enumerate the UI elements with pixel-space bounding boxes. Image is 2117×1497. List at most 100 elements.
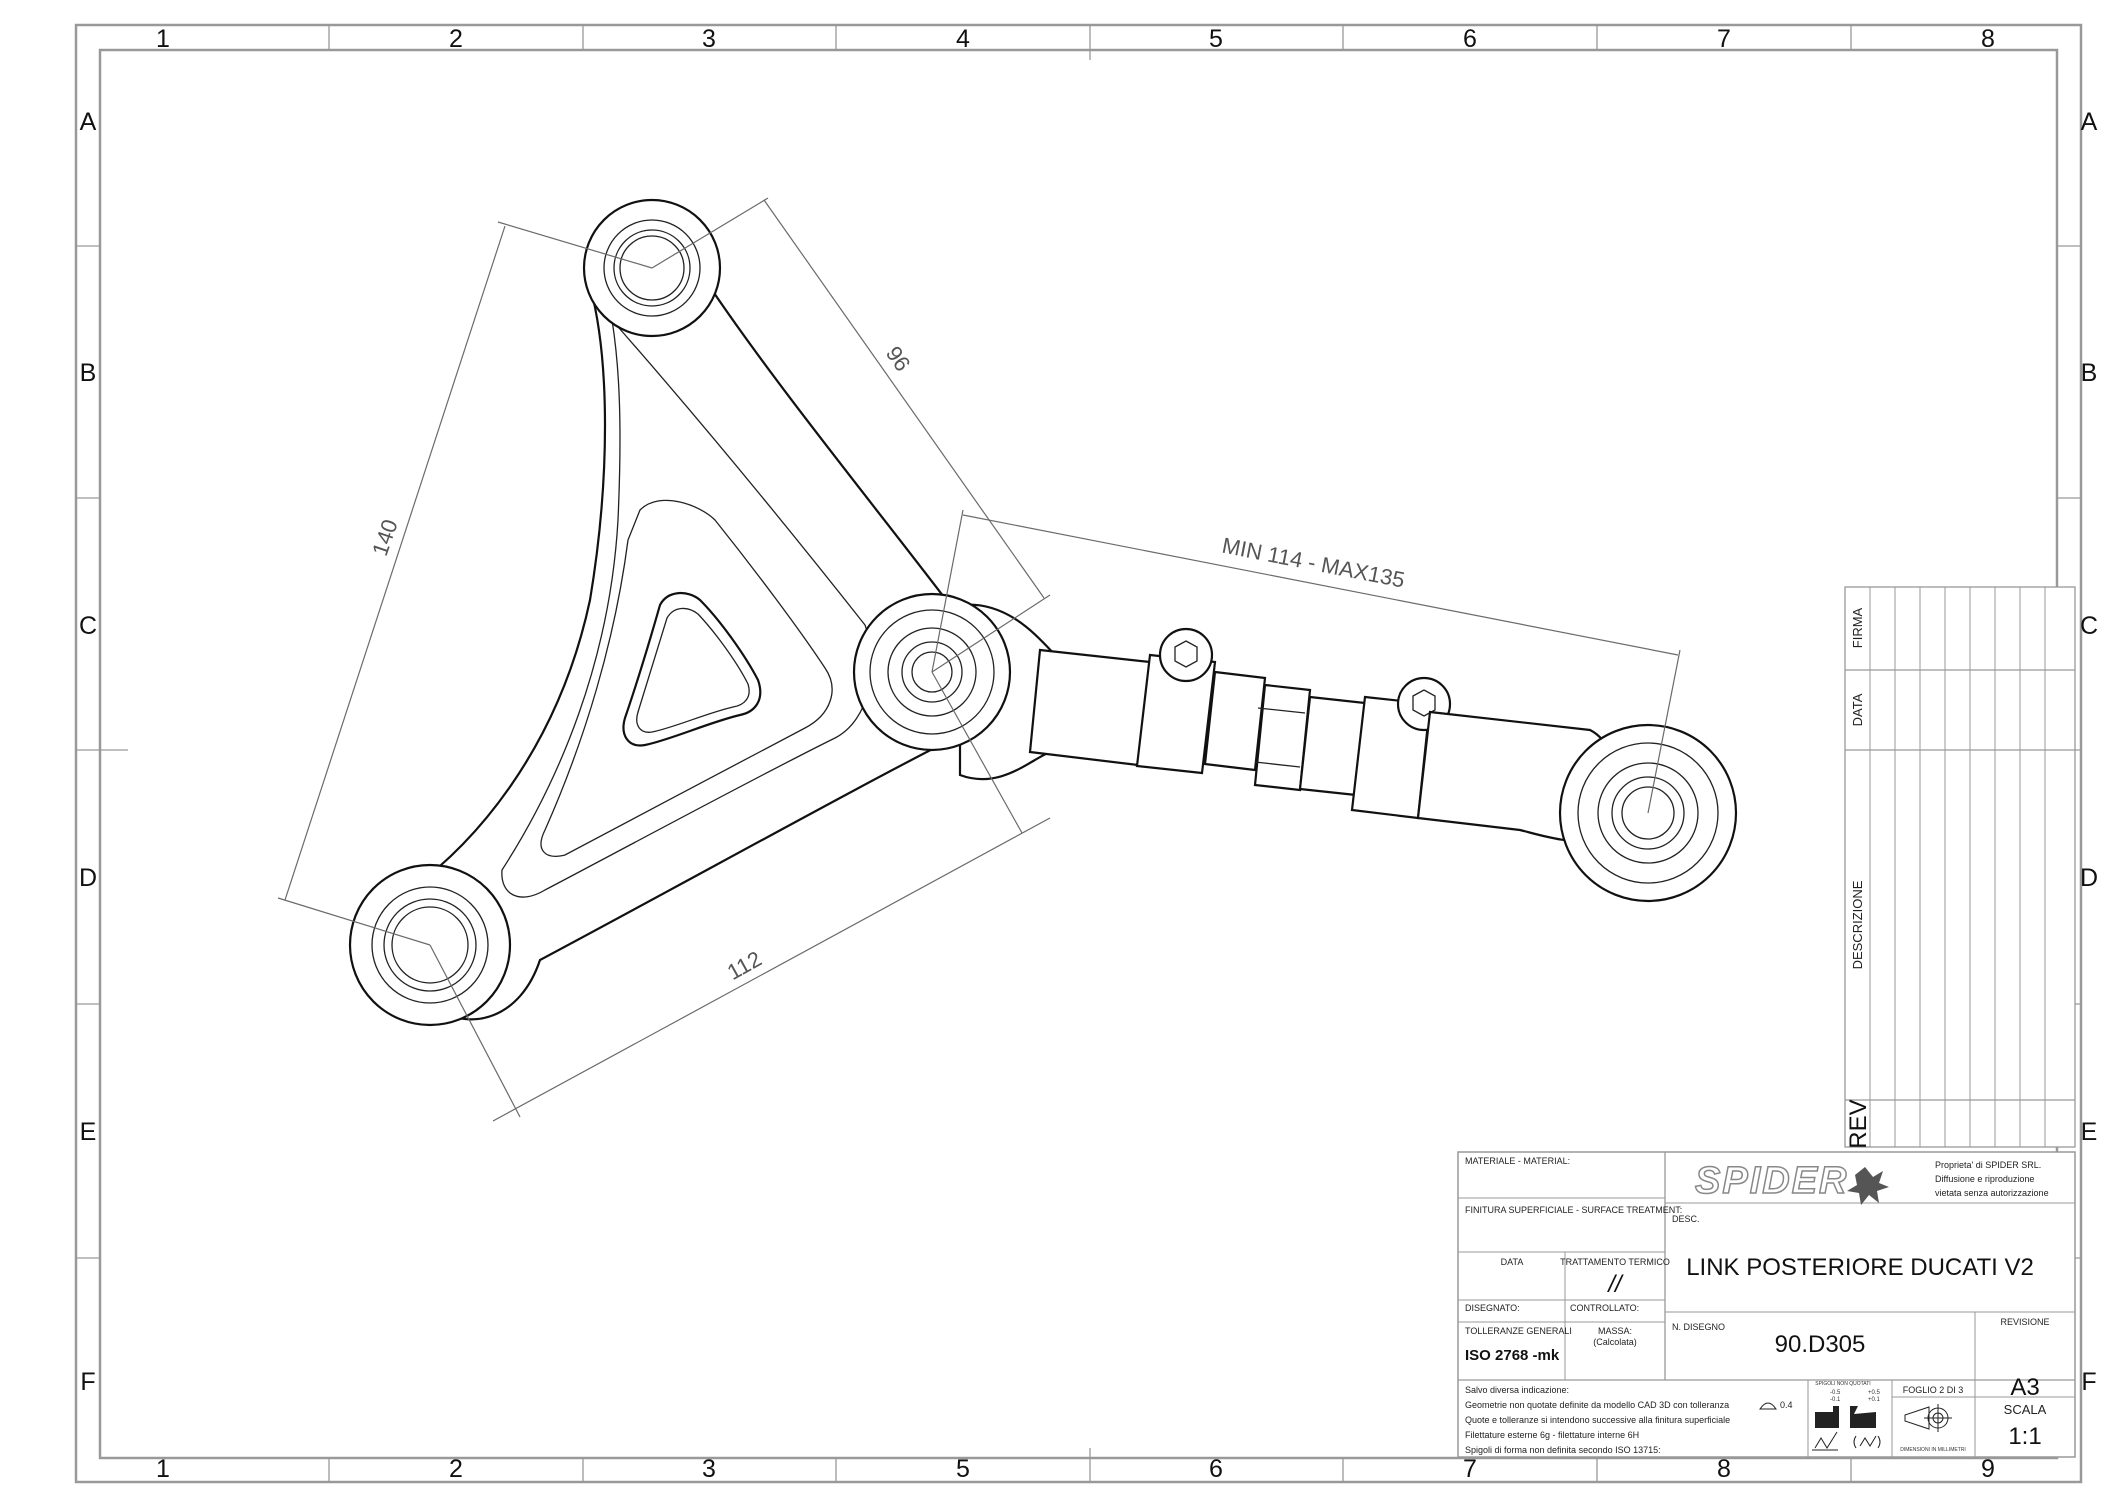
eye-middle-bore-inner: [901, 641, 963, 703]
rod-body-left: [1028, 648, 1152, 767]
description: LINK POSTERIORE DUCATI V2: [1686, 1254, 2034, 1281]
spigoli-value: -0.5: [1830, 1390, 1841, 1396]
zone-col-label: 4: [956, 25, 970, 53]
surface-finish-icon: [1812, 1431, 1838, 1451]
materiale-label: MATERIALE - MATERIAL:: [1465, 1156, 1570, 1166]
outer-border: [74, 23, 2083, 1484]
spider-logo: SPIDER: [1694, 1159, 1889, 1205]
projection-symbol-icon: [1904, 1404, 1952, 1432]
eye-right-bore: [1597, 762, 1699, 864]
extension-line: [497, 221, 653, 269]
profile-tolerance-icon: [1759, 1402, 1777, 1410]
lock-nut-face: [1254, 707, 1306, 768]
zone-row-label: E: [2081, 1118, 2098, 1146]
trattamento-label: TRATTAMENTO TERMICO: [1560, 1257, 1670, 1267]
clamp-bolt-left: [1158, 627, 1214, 683]
zone-row-label: D: [79, 864, 97, 892]
zone-row-label: A: [2081, 108, 2098, 136]
eye-middle-bore: [887, 627, 977, 717]
controllato-label: CONTROLLATO:: [1570, 1303, 1639, 1313]
massa-label: MASSA:: [1598, 1326, 1632, 1336]
eye-right-pin: [1621, 786, 1675, 840]
tolleranze-label: TOLLERANZE GENERALI: [1465, 1326, 1572, 1336]
zone-labels-top: 1 2 3 4 5 6 7 8: [156, 25, 1995, 53]
disegnato-label: DISEGNATO:: [1465, 1303, 1520, 1313]
part-drawing: [348, 198, 1738, 1027]
finitura-label: FINITURA SUPERFICIALE - SURFACE TREATMEN…: [1465, 1205, 1682, 1215]
proprieta-line-3: vietata senza autorizzazione: [1935, 1188, 2049, 1198]
rev-col-rev: REV: [1845, 1099, 1872, 1148]
spigoli-value: +0.1: [1868, 1397, 1881, 1403]
proprieta-line-1: Proprieta' di SPIDER SRL.: [1935, 1160, 2041, 1170]
eye-bottom-ring: [371, 886, 489, 1004]
zone-row-label: A: [80, 108, 97, 136]
zone-col-label: 7: [1463, 1455, 1477, 1483]
zone-col-label: 2: [449, 1455, 463, 1483]
spigoli-label: SPIGOLI NON QUOTATI: [1815, 1381, 1870, 1387]
extension-line: [931, 671, 1023, 834]
zone-col-label: 6: [1463, 25, 1477, 53]
extension-line: [931, 509, 964, 673]
edge-internal-icon: [1850, 1406, 1876, 1428]
title-block: MATERIALE - MATERIAL: FINITURA SUPERFICI…: [1457, 1151, 2076, 1458]
extension-line: [429, 944, 521, 1118]
zone-labels-left: A B C D E F: [79, 108, 97, 1396]
link-pocket-inner: [636, 607, 750, 733]
dimension-line-140: [284, 225, 506, 901]
scala-label: SCALA: [2004, 1402, 2047, 1417]
hex-socket-icon: [1174, 640, 1198, 668]
zone-row-label: B: [80, 359, 97, 387]
rev-col-firma: FIRMA: [1850, 607, 1865, 648]
edge-external-icon: [1815, 1406, 1839, 1428]
revisione-label: REVISIONE: [2000, 1317, 2049, 1327]
massa-sub: (Calcolata): [1593, 1337, 1637, 1347]
zone-row-label: C: [2080, 612, 2098, 640]
rev-col-data: DATA: [1850, 693, 1865, 726]
note-line: Spigoli di forma non definita secondo IS…: [1465, 1445, 1661, 1455]
tolleranze-value: ISO 2768 -mk: [1465, 1347, 1560, 1364]
eye-bottom-bore: [383, 898, 477, 992]
zone-col-label: 8: [1981, 25, 1995, 53]
dimension-line-96: [763, 199, 1045, 599]
spigoli-value: +0.5: [1868, 1390, 1881, 1396]
hex-socket-icon: [1412, 689, 1436, 717]
desc-label: DESC.: [1672, 1214, 1700, 1224]
zone-row-label: F: [80, 1368, 95, 1396]
eye-middle-ring: [869, 609, 995, 735]
spider-emblem-icon: [1847, 1167, 1889, 1205]
foglio: FOGLIO 2 DI 3: [1903, 1385, 1964, 1395]
zone-col-label: 1: [156, 25, 170, 53]
dimension-line-adjust: [962, 514, 1679, 656]
zone-row-label: E: [80, 1118, 97, 1146]
zone-col-label: 5: [956, 1455, 970, 1483]
zone-col-label: 8: [1717, 1455, 1731, 1483]
n-disegno: 90.D305: [1775, 1331, 1866, 1358]
zone-col-label: 3: [702, 25, 716, 53]
zone-row-label: B: [2081, 359, 2098, 387]
note-line: Filettature esterne 6g - filettature int…: [1465, 1430, 1639, 1440]
zone-col-label: 3: [702, 1455, 716, 1483]
rod-thread: [1203, 670, 1267, 772]
eye-right-bore-inner: [1611, 776, 1685, 850]
extension-line: [651, 197, 769, 269]
formato: A3: [2010, 1374, 2039, 1401]
proiezione-label: DIMENSIONI IN MILLIMETRI: [1900, 1447, 1966, 1453]
zone-labels-bottom: 1 2 3 5 6 7 8 9: [156, 1455, 1995, 1483]
eye-top-ring: [603, 219, 701, 317]
link-pocket: [622, 592, 762, 747]
eye-middle-pin: [911, 651, 953, 693]
surface-finish-paren-icon: [1853, 1435, 1881, 1449]
trattamento-value: //: [1606, 1271, 1624, 1298]
note-line: Quote e tolleranze si intendono successi…: [1465, 1415, 1730, 1425]
link-inner-rib: [540, 499, 833, 857]
dimension-112: 112: [723, 946, 766, 985]
eye-right-ring: [1577, 742, 1719, 884]
eye-top-bore-inner: [619, 235, 685, 301]
zone-col-label: 9: [1981, 1455, 1995, 1483]
dimension-140: 140: [367, 516, 403, 559]
zone-labels-right: A B C D E F: [2080, 108, 2098, 1396]
spider-logo-text: SPIDER: [1695, 1160, 1848, 1202]
zone-col-label: 7: [1717, 25, 1731, 53]
zone-col-label: 5: [1209, 25, 1223, 53]
